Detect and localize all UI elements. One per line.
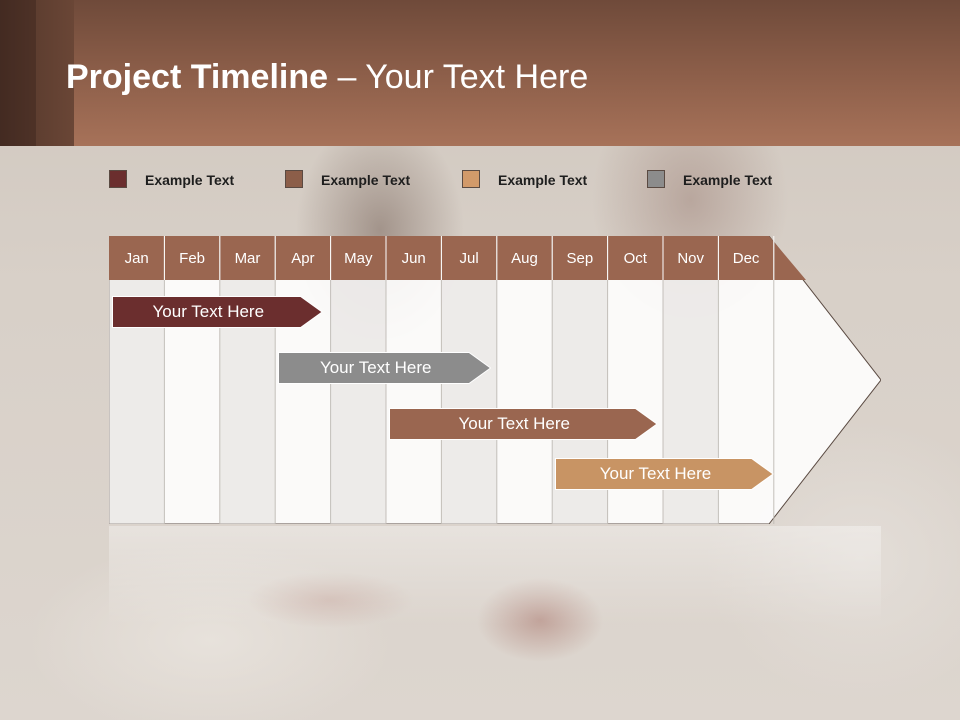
- header-accent-strip-dark: [0, 0, 36, 146]
- column-shade: [330, 280, 386, 524]
- legend-swatch: [109, 170, 127, 188]
- legend-label: Example Text: [321, 172, 411, 188]
- legend-label: Example Text: [145, 172, 235, 188]
- legend-swatch: [462, 170, 480, 188]
- timeline-bar: Your Text Here: [555, 458, 774, 490]
- column-shade: [441, 280, 497, 524]
- month-label: Jan: [124, 249, 149, 267]
- timeline-bar: Your Text Here: [278, 352, 492, 384]
- timeline-bar-shape: [389, 408, 658, 440]
- month-label: Jun: [401, 249, 426, 267]
- month-header-band: [109, 236, 806, 280]
- month-label: Mar: [234, 249, 261, 267]
- legend-label: Example Text: [683, 172, 773, 188]
- month-label: Dec: [732, 249, 760, 267]
- timeline-reflection: [109, 526, 881, 626]
- timeline-bar-label: Your Text Here: [319, 358, 432, 377]
- legend-label: Example Text: [498, 172, 588, 188]
- month-label: Nov: [677, 249, 705, 267]
- timeline-bar-shape: [555, 458, 774, 490]
- title-rest: – Your Text Here: [328, 58, 589, 96]
- month-label: Apr: [291, 249, 315, 267]
- legend-swatch: [647, 170, 665, 188]
- timeline-bar-label: Your Text Here: [458, 414, 570, 433]
- legend-swatch: [285, 170, 303, 188]
- timeline-bar-label: Your Text Here: [599, 464, 712, 483]
- title-bold: Project Timeline: [66, 58, 329, 96]
- timeline-bar-shape: [112, 296, 323, 328]
- timeline-bar: Your Text Here: [389, 408, 658, 440]
- timeline-bar-shape: [278, 352, 492, 384]
- timeline-bar-label: Your Text Here: [152, 302, 265, 321]
- header-band: Project Timeline – Your Text Here: [0, 0, 960, 146]
- month-label: Oct: [623, 249, 647, 267]
- timeline-bar: Your Text Here: [112, 296, 323, 328]
- page-title: Project Timeline – Your Text Here: [66, 58, 588, 97]
- month-label: Aug: [511, 249, 538, 267]
- month-label: May: [344, 249, 373, 267]
- month-label: Sep: [566, 249, 594, 267]
- month-label: Jul: [459, 249, 479, 267]
- header-accent-strip: [0, 0, 74, 146]
- month-label: Feb: [179, 249, 206, 267]
